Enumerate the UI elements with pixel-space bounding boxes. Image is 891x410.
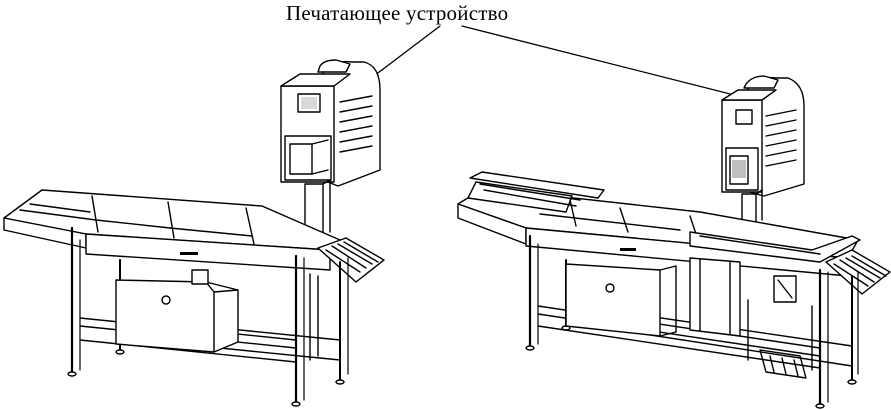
- left-machine: [3, 59, 385, 407]
- left-conveyor: [3, 189, 385, 283]
- right-frame: [525, 234, 859, 409]
- right-conveyor: [457, 171, 891, 295]
- right-machine: [457, 75, 891, 409]
- left-printing-device: [280, 59, 381, 237]
- left-frame: [67, 226, 349, 407]
- right-printing-device: [721, 75, 805, 225]
- callout-leader-lines: [358, 25, 750, 103]
- printer-callout-label: Печатающее устройство: [286, 1, 509, 25]
